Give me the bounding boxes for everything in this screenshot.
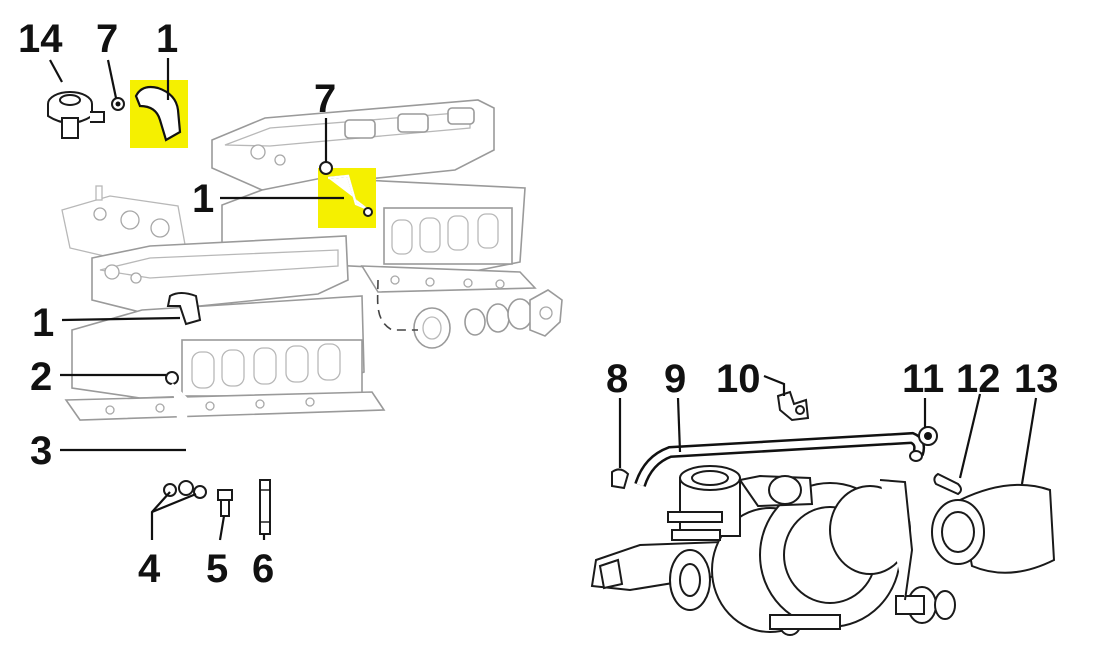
- washers-part-4: [163, 483, 207, 499]
- callout-6: 6: [252, 547, 274, 591]
- callout-5: 5: [206, 547, 228, 591]
- callout-3: 3: [30, 429, 52, 473]
- callout-10: 10: [716, 357, 761, 401]
- leader-lines: [49, 58, 1038, 541]
- hose-part-1-top: [130, 80, 188, 148]
- turbocharger-assembly: [590, 465, 956, 636]
- callout-13: 13: [1014, 357, 1059, 401]
- hose-part-9: [634, 431, 926, 488]
- callout-2: 2: [30, 355, 52, 399]
- clamp-part-8: [611, 468, 630, 490]
- callout-7-middle: 7: [314, 77, 336, 121]
- callout-14: 14: [18, 17, 63, 61]
- callout-7-top: 7: [96, 17, 118, 61]
- callout-labels: 14 7 1 7 1 1 2 3 4 5 6 8 9 10 11 12 13: [18, 17, 1059, 591]
- cylinder-head-front: [61, 185, 418, 421]
- callout-1-middle: 1: [192, 177, 214, 221]
- oil-pipe-part-3: [165, 371, 194, 496]
- tube-part-12: [933, 472, 962, 496]
- callout-1-lower: 1: [32, 301, 54, 345]
- callout-9: 9: [664, 357, 686, 401]
- callout-1-top: 1: [156, 17, 178, 61]
- valve-part-14: [47, 91, 105, 139]
- hose-part-1-middle: [318, 161, 376, 228]
- callout-4: 4: [138, 547, 161, 591]
- sleeve-part-13: [931, 483, 1056, 574]
- callout-11: 11: [902, 357, 944, 401]
- stud-part-6: [259, 479, 271, 535]
- hose-part-1-lower: [166, 292, 202, 326]
- bolt-part-5: [217, 489, 233, 517]
- clamp-part-11: [918, 426, 938, 446]
- bracket-part-10: [776, 390, 810, 422]
- callout-12: 12: [956, 357, 1001, 401]
- cylinder-head-rear: [211, 99, 563, 349]
- clamp-part-7-top: [111, 97, 125, 111]
- callout-8: 8: [606, 357, 628, 401]
